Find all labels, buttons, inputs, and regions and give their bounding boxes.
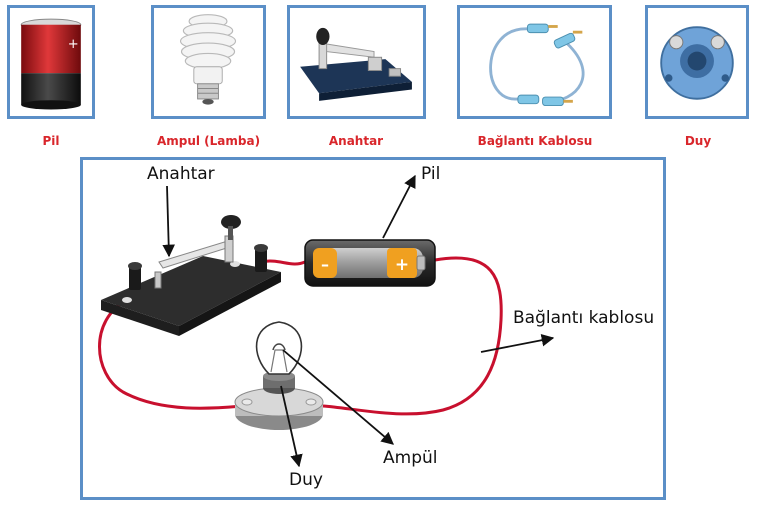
thumb-battery: +: [7, 5, 95, 119]
thumb-switch: [287, 5, 426, 119]
caption-socket: Duy: [684, 134, 712, 148]
caption-switch: Anahtar: [328, 134, 384, 148]
circuit-drawing: – +: [98, 174, 555, 468]
battery-negative-sign: –: [321, 255, 329, 274]
label-bulb: Ampül: [383, 448, 438, 468]
circuit-diagram: – + Anahtar Pil Bağlantı kablosu: [80, 157, 666, 500]
label-socket: Duy: [289, 470, 323, 490]
caption-battery: Pil: [42, 134, 60, 148]
label-battery: Pil: [421, 164, 441, 184]
svg-text:+: +: [68, 37, 79, 52]
thumb-cable: [457, 5, 612, 119]
battery-photo-icon: +: [20, 18, 82, 110]
cable-icon: [489, 23, 585, 107]
thumb-bulb: [151, 5, 266, 119]
caption-bulb: Ampul (Lamba): [156, 134, 261, 148]
lamp-socket-icon: [660, 26, 734, 100]
label-switch: Anahtar: [147, 164, 215, 184]
label-cable: Bağlantı kablosu: [513, 308, 655, 328]
label-arrows: [162, 174, 555, 468]
battery-positive-sign: +: [395, 255, 409, 275]
cfl-bulb-icon: [179, 14, 237, 105]
knife-switch: [101, 215, 281, 336]
knife-switch-icon: [300, 27, 412, 101]
caption-cable: Bağlantı Kablosu: [477, 134, 593, 148]
thumb-socket: [645, 5, 749, 119]
battery: – +: [304, 239, 436, 287]
bulb-with-socket: [234, 321, 324, 430]
